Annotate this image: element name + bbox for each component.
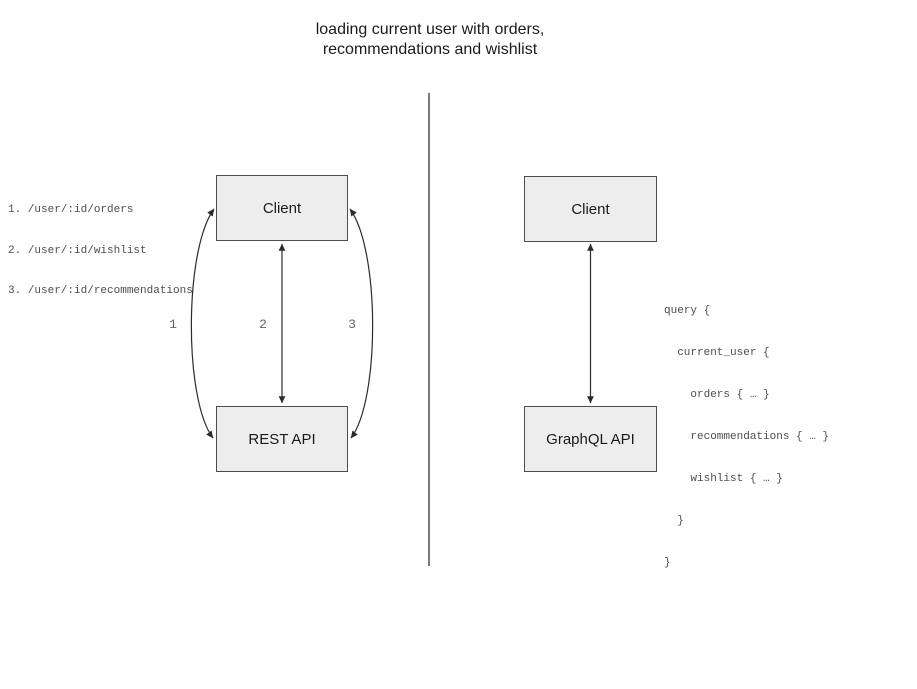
query-line: }: [664, 557, 671, 569]
graphql-client-label: Client: [571, 200, 610, 218]
endpoint-item: 1. /user/:id/orders: [8, 204, 134, 216]
query-line: current_user {: [664, 347, 770, 359]
graphql-api-box: GraphQL API: [524, 406, 657, 472]
title-line-2: recommendations and wishlist: [322, 41, 538, 58]
query-line: orders { … }: [664, 389, 770, 401]
query-line: recommendations { … }: [664, 431, 830, 443]
arrow-1-orders: [190, 208, 215, 439]
endpoint-item: 3. /user/:id/recommendations: [8, 285, 193, 297]
endpoint-item: 2. /user/:id/wishlist: [8, 244, 147, 257]
title-line-1: loading current user with orders,: [315, 21, 545, 38]
query-line: query {: [664, 305, 711, 317]
graphql-api-label: GraphQL API: [546, 430, 635, 448]
arrow-2-label: 2: [259, 317, 267, 332]
rest-api-label: REST API: [248, 430, 316, 448]
panel-divider-line: [428, 93, 430, 566]
query-line: }: [664, 515, 684, 527]
arrow-1-label: 1: [169, 317, 177, 332]
rest-client-box: Client: [216, 175, 348, 241]
rest-client-label: Client: [262, 199, 302, 217]
diagram-title: loading current user with orders, recomm…: [190, 20, 670, 60]
graphql-client-box: Client: [524, 176, 657, 242]
query-line: wishlist { … }: [664, 473, 783, 485]
rest-endpoints-list: 1. /user/:id/orders 2. /user/:id/wishlis…: [8, 177, 193, 326]
graphql-query-code: query { current_user { orders { … } reco…: [664, 276, 829, 598]
rest-api-box: REST API: [216, 406, 348, 472]
arrow-3-label: 3: [348, 317, 356, 332]
